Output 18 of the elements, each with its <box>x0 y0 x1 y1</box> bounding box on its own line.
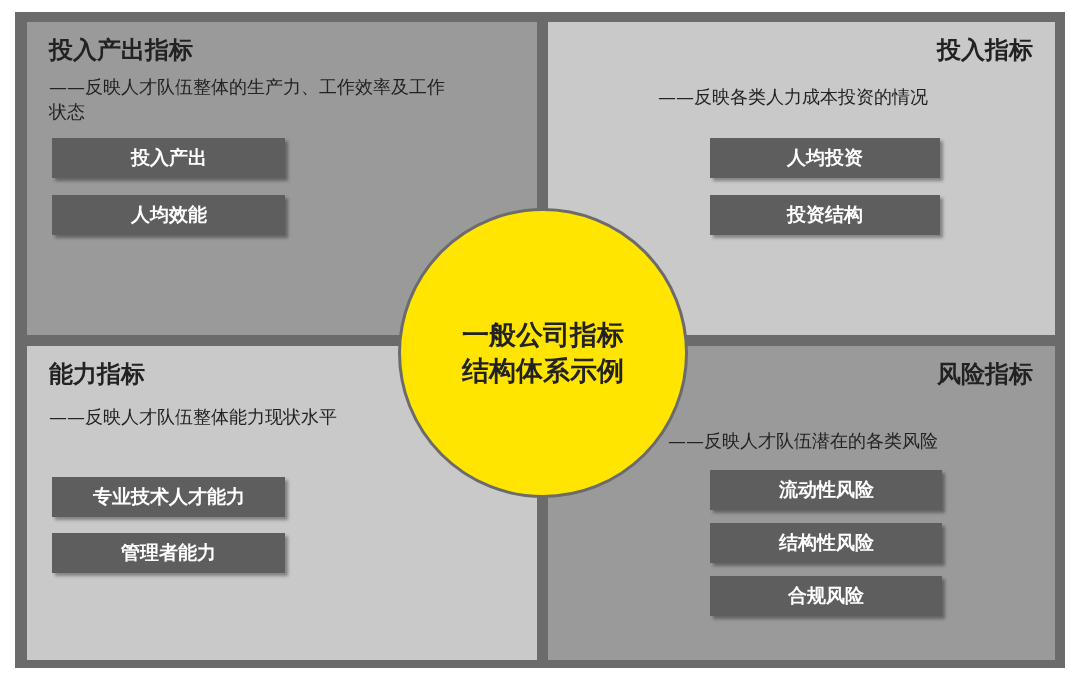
indicator-box: 投入产出 <box>52 138 285 178</box>
indicator-box: 结构性风险 <box>710 523 942 563</box>
panel-description: ——反映人才队伍潜在的各类风险 <box>668 429 939 453</box>
indicator-box: 流动性风险 <box>710 470 942 510</box>
panel-description: ——反映人才队伍整体的生产力、工作效率及工作状态 <box>49 75 446 124</box>
panel-heading: 投入产出指标 <box>49 35 193 66</box>
panel-heading: 投入指标 <box>937 35 1033 66</box>
indicator-box: 投资结构 <box>710 195 940 235</box>
panel-description: ——反映人才队伍整体能力现状水平 <box>49 405 338 429</box>
indicator-box: 合规风险 <box>710 576 942 616</box>
indicator-box: 专业技术人才能力 <box>52 477 285 517</box>
panel-description: ——反映各类人力成本投资的情况 <box>658 85 929 109</box>
indicator-box: 人均效能 <box>52 195 285 235</box>
indicator-box: 人均投资 <box>710 138 940 178</box>
center-title: 一般公司指标结构体系示例 <box>460 318 625 388</box>
panel-heading: 能力指标 <box>49 359 145 390</box>
panel-heading: 风险指标 <box>937 359 1033 390</box>
indicator-box: 管理者能力 <box>52 533 285 573</box>
